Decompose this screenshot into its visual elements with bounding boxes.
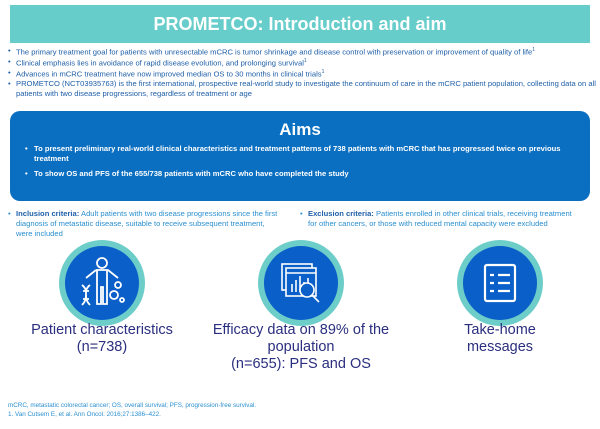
intro-item: Clinical emphasis lies in avoidance of r… xyxy=(8,57,596,68)
aims-title: Aims xyxy=(279,120,321,139)
section-label-patient: Patient characteristics(n=738) xyxy=(31,322,173,355)
exclusion-criteria: Exclusion criteria: Patients enrolled in… xyxy=(300,209,575,229)
page-title: PROMETCO: Introduction and aim xyxy=(10,5,590,43)
patient-characteristics-circle xyxy=(59,240,145,326)
aim-item: To present preliminary real-world clinic… xyxy=(25,144,570,163)
data-analysis-icon xyxy=(281,263,320,303)
footnotes: mCRC, metastatic colorectal cancer; OS, … xyxy=(8,402,257,418)
efficacy-data-circle xyxy=(258,240,344,326)
intro-item: PROMETCO (NCT03935763) is the first inte… xyxy=(8,79,596,98)
intro-item: The primary treatment goal for patients … xyxy=(8,46,596,57)
checklist-icon xyxy=(483,263,517,303)
patient-dna-icon xyxy=(81,257,125,306)
intro-list: The primary treatment goal for patients … xyxy=(8,46,596,99)
inclusion-criteria: Inclusion criteria: Adult patients with … xyxy=(8,209,283,240)
take-home-circle xyxy=(457,240,543,326)
intro-item: Advances in mCRC treatment have now impr… xyxy=(8,68,596,79)
section-label-efficacy: Efficacy data on 89% of the population(n… xyxy=(212,322,390,372)
aim-item: To show OS and PFS of the 655/738 patien… xyxy=(25,169,570,179)
aims-box: Aims To present preliminary real-world c… xyxy=(10,111,590,201)
